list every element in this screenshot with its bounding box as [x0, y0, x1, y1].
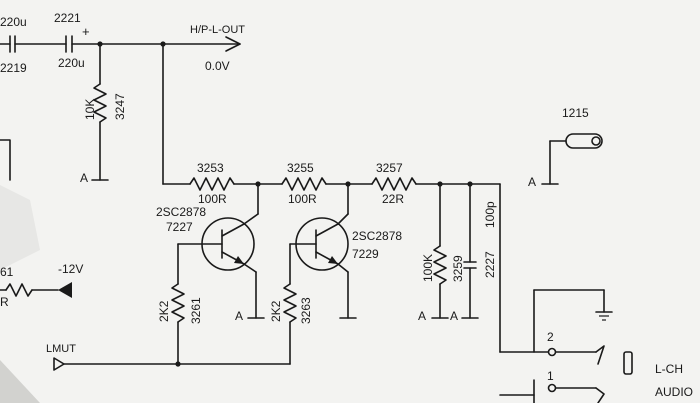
r3257-ref: 3257: [376, 161, 403, 175]
r3263-ref: 3263: [299, 297, 313, 324]
scan-shadow-bottom-left: [0, 360, 40, 403]
ground-label: A: [80, 171, 88, 185]
resistor-3253: [189, 177, 235, 191]
partial-left-component: [0, 139, 11, 181]
r3253-ref: 3253: [197, 161, 224, 175]
transistor-7227: [177, 183, 265, 319]
left-resistor-value-partial: R: [0, 295, 9, 309]
ground-label: A: [450, 309, 458, 323]
channel-label: L-CH: [655, 362, 683, 376]
ground-label: A: [528, 175, 536, 189]
resistor-3263: [283, 283, 297, 365]
cap-2221-value: 220u: [58, 56, 85, 70]
jack-1215: [541, 133, 603, 185]
c2227-value: 100p: [483, 201, 497, 228]
cap-2219-value: 220u: [0, 15, 27, 29]
r3247-value: 10K: [83, 99, 97, 120]
jack-pin-2: 2: [547, 330, 554, 344]
q7227-type: 2SC2878: [156, 205, 206, 219]
transistor-7229: [289, 183, 357, 319]
r3253-value: 100R: [198, 192, 227, 206]
lmut-line: [53, 357, 291, 371]
r3263-value: 2K2: [269, 300, 283, 322]
c2227-ref: 2227: [483, 251, 497, 278]
output-net-label: H/P-L-OUT: [190, 24, 245, 36]
r3261-value: 2K2: [157, 300, 171, 322]
ground-label: A: [418, 309, 426, 323]
audio-label: AUDIO: [655, 385, 693, 399]
r3259-ref: 3259: [451, 255, 465, 282]
r3259-value: 100K: [421, 254, 435, 282]
r3247-ref: 3247: [113, 93, 127, 120]
scan-shadow-left: [0, 185, 40, 270]
cap-2219-ref: 2219: [0, 61, 27, 75]
q7229-type: 2SC2878: [352, 229, 402, 243]
cap-2221-ref: 2221: [54, 11, 81, 25]
r3257-value: 22R: [382, 192, 404, 206]
output-arrow: [225, 36, 241, 52]
jack-pin-1: 1: [547, 369, 554, 383]
junction-dot: [175, 361, 181, 367]
mute-net-label: LMUT: [46, 343, 76, 355]
supply-label: -12V: [58, 262, 83, 276]
resistor-3255: [281, 177, 327, 191]
resistor-3257: [371, 177, 417, 191]
r3255-value: 100R: [288, 192, 317, 206]
ground-label: A: [235, 309, 243, 323]
left-resistor-ref-partial: 61: [0, 265, 14, 279]
jack-1215-ref: 1215: [562, 106, 589, 120]
r3261-ref: 3261: [189, 297, 203, 324]
resistor-3261: [171, 283, 185, 365]
q7227-ref: 7227: [166, 220, 193, 234]
q7229-ref: 7229: [352, 247, 379, 261]
jack-frame: [499, 289, 633, 403]
resistor-3247: [91, 43, 109, 181]
capacitor-2227: [461, 183, 479, 319]
cap-2221-plus: +: [82, 24, 90, 39]
capacitor-2219: [0, 35, 67, 53]
output-voltage-label: 0.0V: [205, 59, 230, 73]
supply-minus-12v: [0, 282, 72, 298]
resistor-3259: [431, 183, 449, 319]
r3255-ref: 3255: [287, 161, 314, 175]
capacitor-2221: [65, 35, 241, 53]
